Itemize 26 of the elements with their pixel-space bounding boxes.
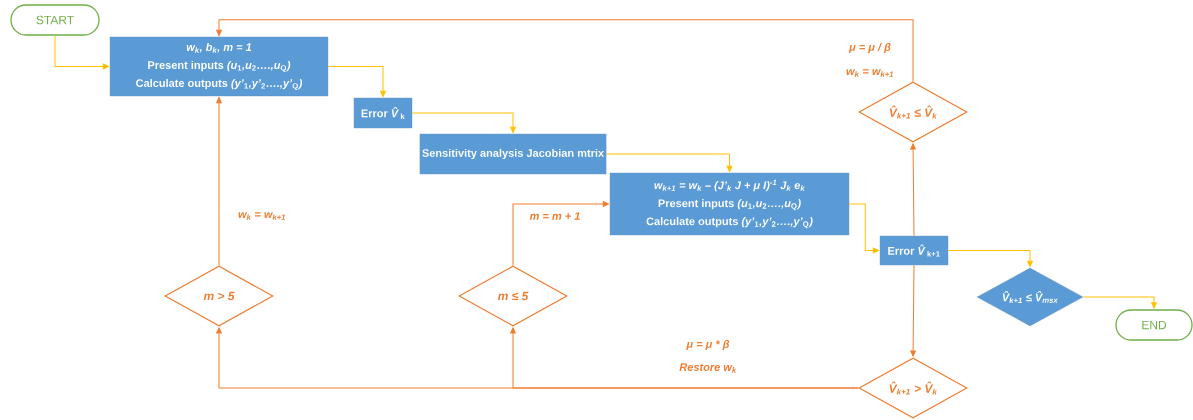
annotation: w$_{k}$ = w$_{k+1}$ bbox=[846, 69, 894, 77]
arrow bbox=[910, 143, 916, 237]
arrow bbox=[947, 250, 1033, 268]
process-box: Sensitivity analysis Jacobian mtrix bbox=[419, 133, 607, 175]
arrow bbox=[327, 66, 386, 98]
arrow bbox=[216, 96, 222, 266]
annotation: m = m + 1 bbox=[529, 212, 580, 220]
arrow bbox=[512, 201, 610, 266]
arrow bbox=[605, 153, 733, 173]
arrow bbox=[848, 203, 880, 254]
process-box: w$_{k}$, b$_{k}$, m = 1 Present inputs (u$_{1}$,u$_{2}$….,u$_{Q}$) Calculate outputs (y’$_{1}$,y’$_{2}$….,y’$_{Q}$) bbox=[109, 36, 329, 97]
annotation: Restore w$_{k}$ bbox=[679, 363, 737, 373]
arrow bbox=[411, 112, 516, 134]
arrow bbox=[1082, 296, 1157, 309]
process-box: Error V̂$_{k+1}$ bbox=[879, 235, 949, 266]
arrow bbox=[910, 264, 916, 357]
annotation: μ = μ / β bbox=[848, 42, 891, 54]
annotation: w$_{k}$ = w$_{k+1}$ bbox=[238, 212, 286, 220]
arrow bbox=[510, 327, 859, 389]
arrow bbox=[54, 35, 110, 70]
terminal: START bbox=[10, 4, 100, 36]
process-box: w$_{k+1}$ = w$_{k}$ – (J’$_{k}$ J + μ I)$^{-1}$ J$_{k}$ e$_{k}$ Present inputs (u$_{1}$,u$_{2}$….,u$_{Q}$) Calculate outputs (y’$_{1}$,y’$_{2}$….,y’$_{Q}$) bbox=[609, 172, 850, 236]
arrow bbox=[216, 19, 914, 82]
process-box: Error V̂$_{k}$ bbox=[353, 97, 413, 129]
annotation: μ = μ * β bbox=[686, 339, 730, 351]
terminal: END bbox=[1115, 309, 1193, 341]
